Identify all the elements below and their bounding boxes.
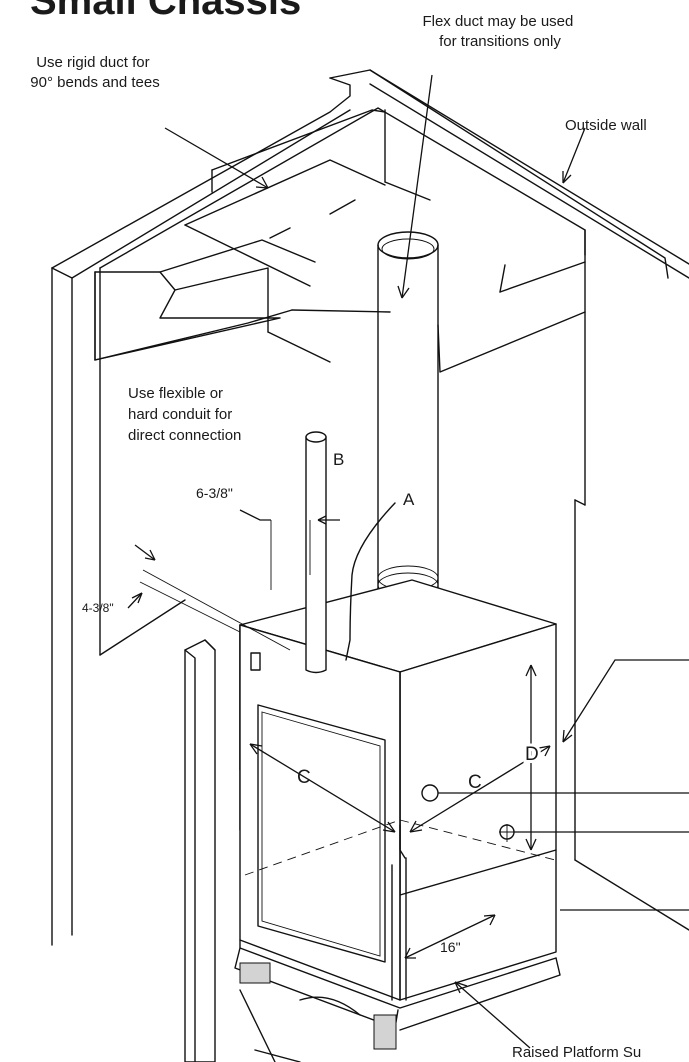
diagram-title-fragment: Small Chassis <box>30 0 301 23</box>
enclosure-walls <box>51 69 689 946</box>
flex-duct-line-1: Flex duct may be used <box>422 13 573 30</box>
platform-label: Raised Platform Su <box>512 1044 641 1061</box>
front-stud <box>184 639 216 1062</box>
label-c-right: C <box>468 772 482 793</box>
conduit-line-3: direct connection <box>128 427 241 444</box>
wire-a <box>345 502 396 661</box>
furnace-cabinet <box>239 431 557 1009</box>
dimension-16-label: 16" <box>440 939 461 955</box>
dimension-lines <box>127 509 551 959</box>
conduit-label: Use flexible or hard conduit for direct … <box>128 385 241 444</box>
dimension-6-label: 6-3/8" <box>196 485 233 501</box>
flex-duct-pipe <box>377 231 439 628</box>
rigid-duct-line-2: 90° bends and tees <box>30 74 159 91</box>
rigid-duct-line-1: Use rigid duct for <box>36 54 149 71</box>
raised-platform <box>194 904 561 1062</box>
dimension-4-label: 4-3/8" <box>82 601 114 615</box>
outside-wall-label: Outside wall <box>565 117 647 134</box>
label-d: D <box>525 744 539 765</box>
flex-duct-label: Flex duct may be used for transitions on… <box>422 13 577 50</box>
conduit-line-1: Use flexible or <box>128 385 223 402</box>
flex-duct-line-2: for transitions only <box>439 33 561 50</box>
label-c-left: C <box>297 767 311 788</box>
front-post <box>391 857 407 1001</box>
callout-leaders <box>164 74 689 1049</box>
label-a: A <box>403 490 415 509</box>
rigid-duct-label: Use rigid duct for 90° bends and tees <box>30 54 159 91</box>
conduit-line-2: hard conduit for <box>128 406 232 423</box>
rigid-duct <box>94 109 586 373</box>
label-b: B <box>333 450 344 469</box>
